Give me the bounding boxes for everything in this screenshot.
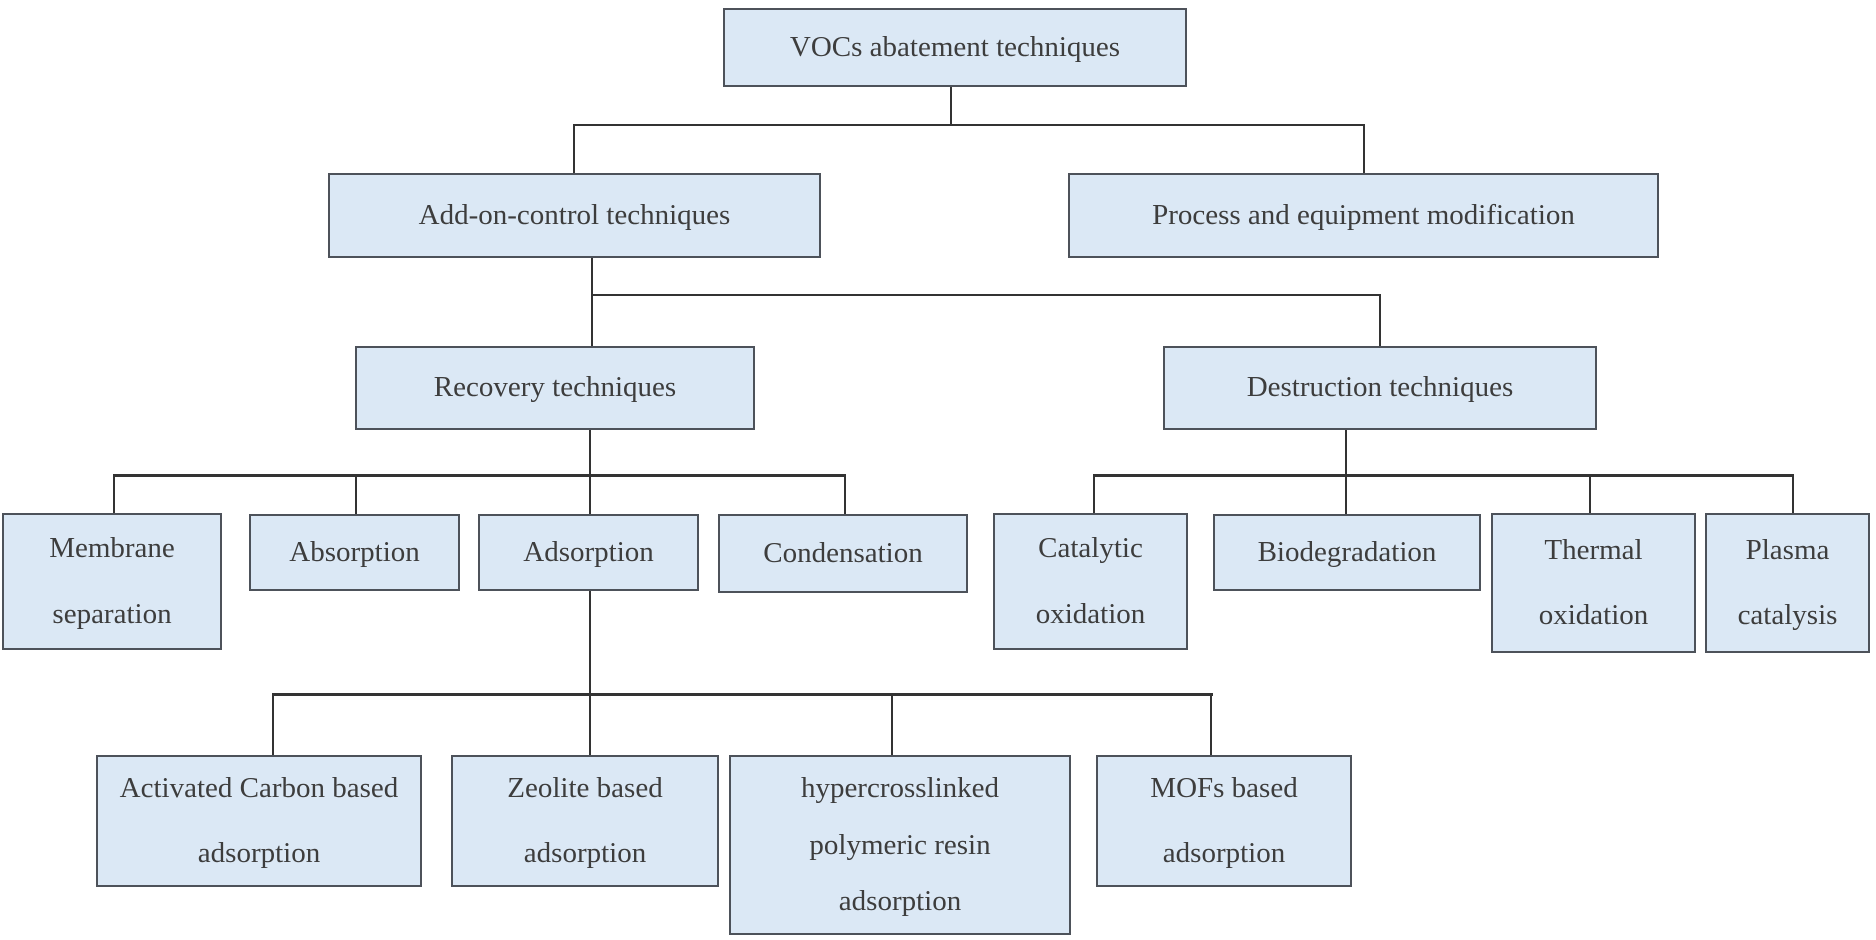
connector-destruction-bus [1093,474,1794,477]
node-zeolite-based-adsorption: Zeolite based adsorption [451,755,719,887]
node-condensation: Condensation [718,514,968,593]
connector-recovery-down [589,430,591,476]
node-recovery-techniques: Recovery techniques [355,346,755,430]
node-destruction-techniques: Destruction techniques [1163,346,1597,430]
connector-drop-membrane [113,474,115,513]
connector-drop-adsorption [589,474,591,514]
connector-drop-thermal [1589,474,1591,513]
connector-drop-process [1363,124,1365,173]
connector-drop-mofs [1210,693,1212,755]
node-hypercrosslinked-polymeric-resin-adsorption: hypercrosslinked polymeric resin adsorpt… [729,755,1071,935]
connector-level2-branch [574,124,1365,126]
connector-drop-hypercrosslinked [891,693,893,755]
connector-addon-down [591,258,593,348]
node-thermal-oxidation: Thermal oxidation [1491,513,1696,653]
node-membrane-separation: Membrane separation [2,513,222,650]
node-biodegradation: Biodegradation [1213,514,1481,591]
connector-recovery-bus [113,474,846,477]
connector-drop-destruction [1379,294,1381,346]
connector-drop-catalytic [1093,474,1095,513]
node-activated-carbon-based-adsorption: Activated Carbon based adsorption [96,755,422,887]
node-adsorption: Adsorption [478,514,699,591]
node-add-on-control-techniques: Add-on-control techniques [328,173,821,258]
connector-drop-addon [573,124,575,173]
connector-level3-branch [592,294,1381,296]
node-process-and-equipment-modification: Process and equipment modification [1068,173,1659,258]
connector-drop-condensation [844,474,846,514]
node-absorption: Absorption [249,514,460,591]
node-vocs-abatement-techniques: VOCs abatement techniques [723,8,1187,87]
connector-drop-plasma [1792,474,1794,513]
node-plasma-catalysis: Plasma catalysis [1705,513,1870,653]
node-mofs-based-adsorption: MOFs based adsorption [1096,755,1352,887]
connector-drop-absorption [355,474,357,514]
connector-drop-biodegradation [1345,474,1347,514]
node-catalytic-oxidation: Catalytic oxidation [993,513,1188,650]
connector-destruction-down [1345,430,1347,476]
connector-root-down [950,87,952,126]
connector-drop-zeolite [589,693,591,755]
connector-adsorption-bus [272,693,1213,696]
connector-adsorption-down [589,591,591,695]
connector-drop-activated-carbon [272,693,274,755]
